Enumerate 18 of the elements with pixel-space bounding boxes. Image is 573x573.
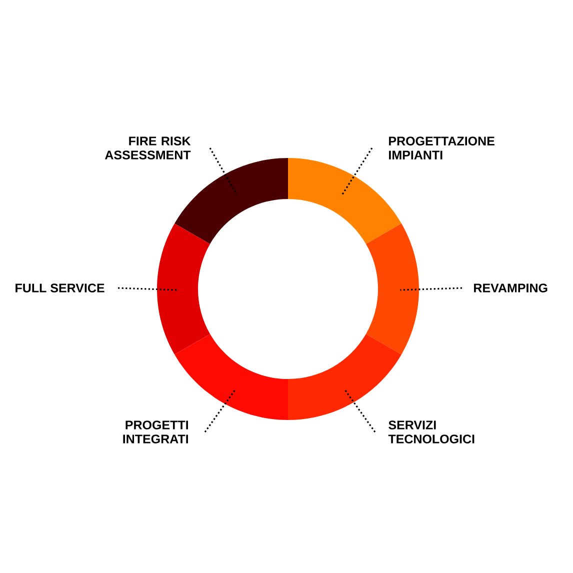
segment-label: PROGETTI INTEGRATI xyxy=(123,420,188,444)
ring-segment xyxy=(288,158,402,244)
ring-segment xyxy=(366,224,419,354)
ring-segment xyxy=(174,158,288,244)
segment-label: PROGETTAZIONE IMPIANTI xyxy=(389,136,494,160)
leader-line xyxy=(344,390,376,432)
leader-line xyxy=(209,148,238,196)
ring-segment xyxy=(174,334,288,420)
leader-line xyxy=(341,148,373,196)
segment-label: FIRE RISK ASSESSMENT xyxy=(105,136,191,160)
leader-line xyxy=(118,287,178,291)
leader-line xyxy=(204,390,236,432)
segment-label: FULL SERVICE xyxy=(16,284,104,292)
segment-label: SERVIZI TECNOLOGICI xyxy=(388,420,474,444)
ring-segment xyxy=(157,224,210,354)
leader-line xyxy=(400,287,462,291)
ring-segment xyxy=(288,334,402,420)
segment-label: REVAMPING xyxy=(474,284,548,292)
